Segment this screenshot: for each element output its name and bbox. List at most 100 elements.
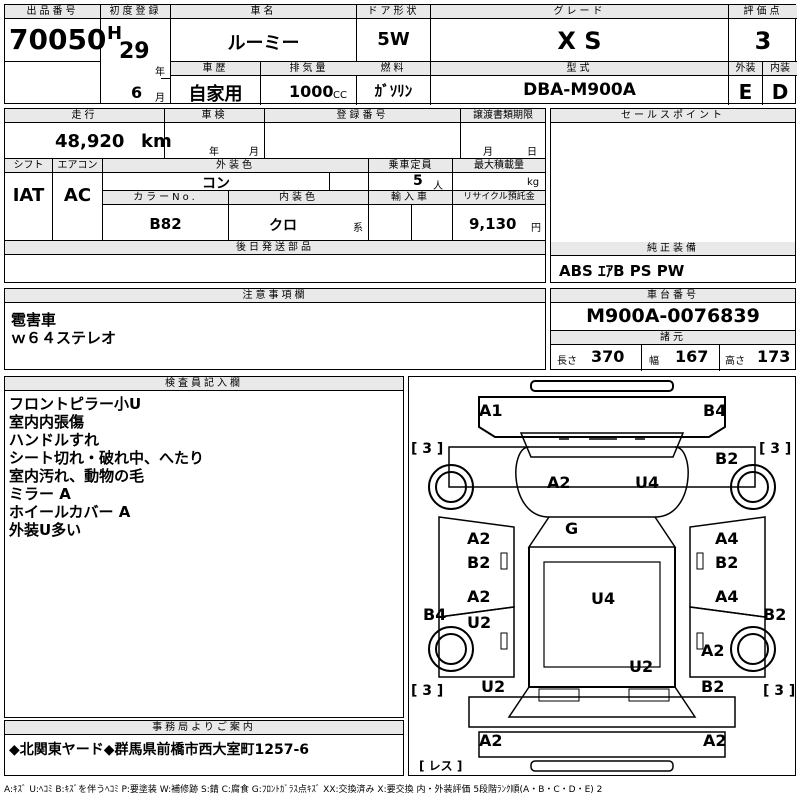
history-label: 車歴 [171, 62, 260, 76]
damage-mark: A2 [467, 529, 491, 548]
inspector-line: シート切れ・破れ中、へたり [9, 449, 205, 467]
km-unit: km [141, 131, 172, 152]
chassis-number: M900A-0076839 [586, 305, 760, 327]
int-label: 内装 [763, 62, 797, 76]
damage-mark: U2 [467, 613, 492, 632]
ext-grade: E [738, 80, 753, 104]
grade: X S [557, 27, 602, 55]
capacity-label: 乗車定員 [369, 159, 452, 173]
damage-mark: B4 [423, 605, 447, 624]
recycle: 9,130 [469, 215, 517, 233]
ext-color: コン [202, 176, 230, 192]
int-color: クロ [269, 218, 297, 234]
ac: AC [63, 185, 92, 206]
tire-tread-rl: [ 3 ] [411, 683, 444, 699]
mileage-label: 走行 [5, 109, 164, 123]
inspector-line: 外装U多い [9, 521, 82, 539]
model-label: 型式 [431, 62, 728, 76]
import-label: 輸入車 [369, 191, 452, 205]
ext-label: 外装 [729, 62, 762, 76]
damage-mark: B2 [701, 677, 725, 696]
inspector-line: ホイールカバー A [9, 503, 131, 521]
inspector-line: ミラー A [9, 485, 71, 503]
door: 5W [377, 29, 410, 50]
length: 370 [591, 347, 625, 366]
equipment: ABS ｴｱB PS PW [559, 262, 685, 280]
spare-tire: [ レス ] [419, 759, 463, 773]
header-table: 出品番号 70050 初度登録 H 29 年 6 月 車名 ルーミー 車歴 自家… [4, 4, 797, 105]
width-label: 幅 [649, 356, 659, 367]
ext-color-label: 外装色 [103, 159, 368, 173]
chassis-label: 車台番号 [551, 289, 795, 303]
damage-mark: B4 [703, 401, 727, 420]
caution-label: 注意事項欄 [5, 289, 545, 303]
fuel-label: 燃料 [357, 62, 430, 76]
caution-line-2: ｗ６４ステレオ [11, 329, 117, 347]
inspector-box: 検査員記入欄 フロントピラー小U 室内内張傷 ハンドルすれ シート切れ・破れ中、… [4, 376, 404, 718]
height-label: 高さ [725, 356, 745, 367]
load-unit: kg [527, 177, 540, 188]
dims-label: 諸元 [551, 331, 795, 345]
caution-line-1: 雹害車 [11, 311, 57, 329]
height: 173 [757, 347, 791, 366]
shift: IAT [12, 185, 45, 206]
sales-point-label: セールスポイント [551, 109, 795, 123]
inspector-line: フロントピラー小U [9, 395, 142, 413]
inspection-year-unit: 年 [209, 147, 219, 158]
car-outline [428, 380, 776, 772]
reg-no-label: 登録番号 [265, 109, 460, 123]
score: 3 [754, 27, 772, 55]
damage-mark: U2 [629, 657, 654, 676]
reg-month: 6 [131, 83, 143, 102]
inspector-label: 検査員記入欄 [5, 377, 403, 391]
vehicle-detail-table: 走行 48,920 km 車検 年 月 登録番号 譲渡書類期限 月 日 シフト … [4, 108, 546, 283]
inspector-line: 室内汚れ、動物の毛 [9, 467, 145, 485]
load-label: 最大積載量 [453, 159, 545, 173]
score-label: 評価点 [729, 5, 797, 19]
reg-year: 29 [119, 39, 150, 64]
displacement: 1000 [289, 82, 334, 101]
damage-mark: A2 [547, 473, 571, 492]
cc-unit: CC [333, 90, 347, 101]
equipment-label: 純正装備 [551, 242, 795, 256]
sales-point-box: セールスポイント 純正装備 ABS ｴｱB PS PW [550, 108, 796, 283]
mileage: 48,920 [55, 131, 125, 152]
office-text: ◆北関東ヤード◆群馬県前橋市西大室町1257-6 [9, 742, 310, 758]
damage-mark: U4 [635, 473, 660, 492]
damage-mark: A2 [701, 641, 725, 660]
color-no-label: カラーNo. [103, 191, 228, 205]
lot-label: 出品番号 [5, 5, 100, 19]
capacity-unit: 人 [433, 181, 443, 192]
history: 自家用 [188, 84, 243, 105]
damage-mark: G [565, 519, 579, 538]
damage-mark: A4 [715, 587, 739, 606]
transfer-label: 譲渡書類期限 [461, 109, 545, 123]
ac-label: エアコン [53, 159, 102, 173]
displacement-label: 排気量 [261, 62, 357, 76]
office-box: 事務局よりご案内 ◆北関東ヤード◆群馬県前橋市西大室町1257-6 [4, 720, 404, 776]
office-label: 事務局よりご案内 [5, 721, 403, 735]
inspector-line: ハンドルすれ [9, 431, 100, 449]
tire-tread-rr: [ 3 ] [763, 683, 796, 699]
recycle-label: リサイクル預託金 [453, 191, 545, 205]
transfer-day: 日 [527, 147, 537, 158]
capacity: 5 [413, 173, 423, 189]
int-color-label: 内装色 [229, 191, 368, 205]
damage-mark: B2 [715, 449, 739, 468]
recycle-unit: 円 [531, 223, 541, 234]
door-label: ドア形状 [357, 5, 430, 19]
damage-mark: A1 [479, 401, 503, 420]
damage-mark: U2 [481, 677, 506, 696]
color-no: B82 [149, 215, 182, 233]
tire-tread-fr: [ 3 ] [759, 441, 792, 457]
car-diagram: [ 3 ] [ 3 ] [ 3 ] [ 3 ] [ レス ] A1 B4 B2 … [408, 376, 796, 776]
damage-mark: B2 [467, 553, 491, 572]
tire-tread-fl: [ 3 ] [411, 441, 444, 457]
int-grade: D [771, 80, 789, 104]
damage-mark: B2 [763, 605, 787, 624]
damage-mark: A2 [703, 731, 727, 750]
model: DBA-M900A [523, 80, 636, 100]
grade-label: グレード [431, 5, 728, 19]
damage-mark: A4 [715, 529, 739, 548]
chassis-box: 車台番号 M900A-0076839 諸元 長さ 370 幅 167 高さ 17… [550, 288, 796, 371]
